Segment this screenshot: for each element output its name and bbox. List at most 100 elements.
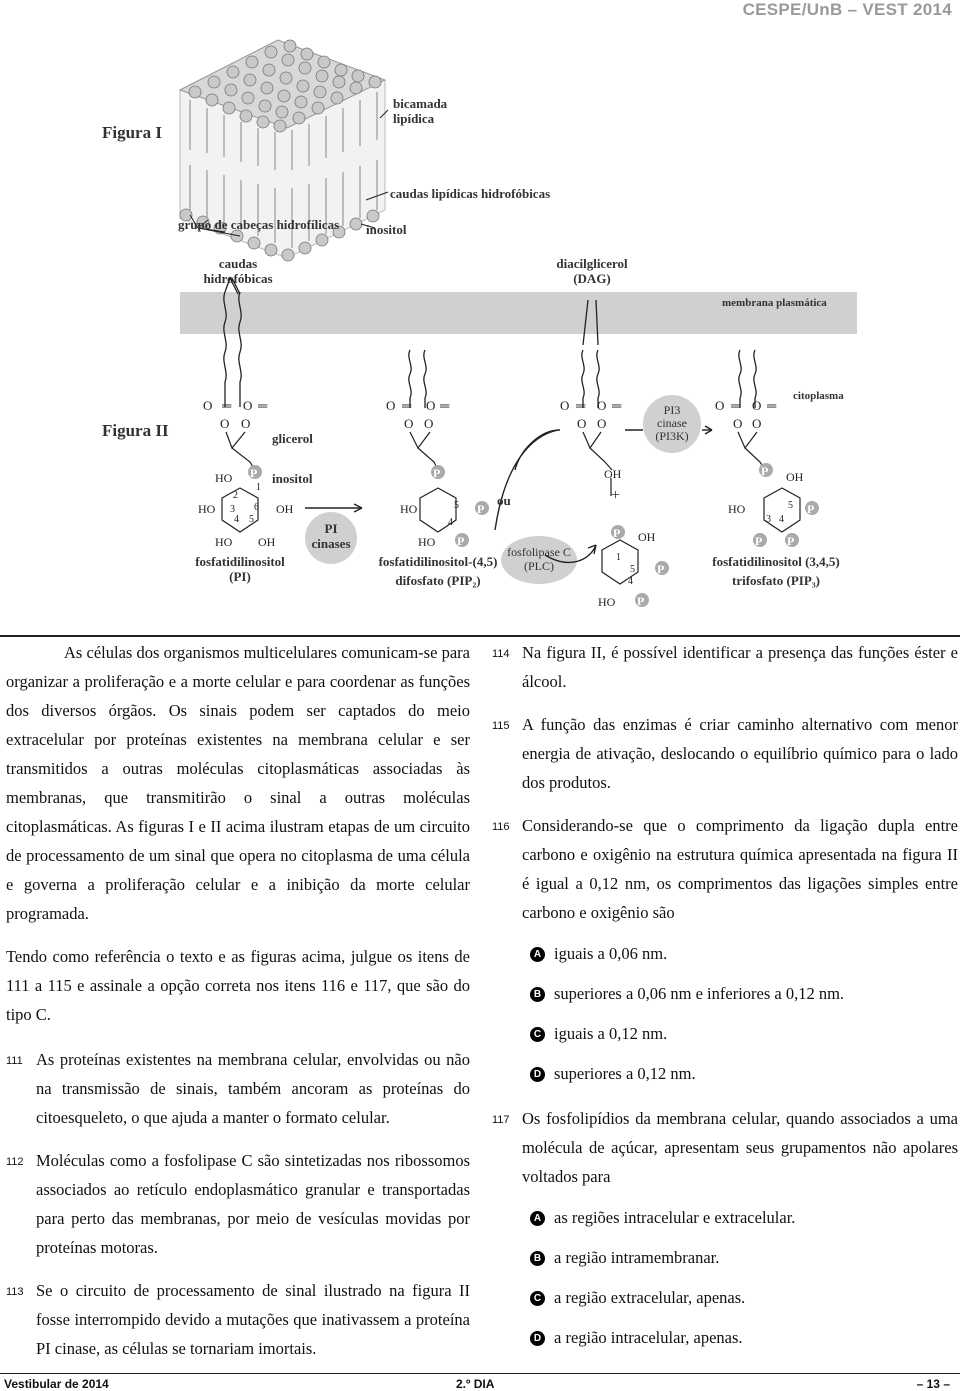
svg-text:O: O <box>715 398 724 413</box>
item-text: A função das enzimas é criar caminho alt… <box>522 715 958 792</box>
item-number: 114 <box>492 648 510 660</box>
svg-text:O: O <box>203 398 212 413</box>
left-column: As células dos organismos multicelulares… <box>6 638 470 1363</box>
svg-text:5: 5 <box>630 564 635 575</box>
svg-text:═: ═ <box>257 398 268 413</box>
svg-text:HO: HO <box>598 595 616 609</box>
option-text: iguais a 0,12 nm. <box>554 1024 668 1043</box>
option-letter: D <box>530 1331 545 1346</box>
svg-text:O: O <box>241 416 250 431</box>
option-letter: A <box>530 947 545 962</box>
item-number: 111 <box>6 1055 23 1067</box>
svg-text:P: P <box>787 534 794 548</box>
svg-text:P: P <box>761 464 768 478</box>
pip3-name: fosfatidilinositol (3,4,5)trifosfato (PI… <box>712 554 839 588</box>
svg-text:HO: HO <box>215 471 233 485</box>
pi3k-circle <box>643 395 701 453</box>
figure2-label: Figura II <box>102 421 169 440</box>
right-column: 114 Na figura II, é possível identificar… <box>492 638 958 1352</box>
dag-label: diacilglicerol(DAG) <box>556 256 628 286</box>
option-text: superiores a 0,12 nm. <box>554 1064 696 1083</box>
svg-text:O: O <box>733 416 742 431</box>
svg-text:O: O <box>424 416 433 431</box>
option-text: superiores a 0,06 nm e inferiores a 0,12… <box>554 984 845 1003</box>
svg-text:6: 6 <box>254 502 259 513</box>
svg-text:═: ═ <box>439 398 450 413</box>
membrane-label: membrana plasmática <box>722 297 827 309</box>
svg-text:P: P <box>433 466 440 480</box>
intro-text: As células dos organismos multicelulares… <box>6 643 470 923</box>
svg-text:P: P <box>807 502 814 516</box>
item-117: 117 Os fosfolipídios da membrana celular… <box>492 1104 958 1191</box>
footer-center: 2.º DIA <box>456 1377 495 1391</box>
item-114: 114 Na figura II, é possível identificar… <box>492 638 958 696</box>
page-header: CESPE/UnB – VEST 2014 <box>742 0 952 19</box>
svg-text:O: O <box>577 416 586 431</box>
plc-label: fosfolipase C(PLC) <box>507 545 571 573</box>
svg-text:O: O <box>404 416 413 431</box>
option-text: iguais a 0,06 nm. <box>554 944 668 963</box>
svg-text:5: 5 <box>788 500 793 511</box>
svg-text:═: ═ <box>221 398 232 413</box>
svg-text:O: O <box>386 398 395 413</box>
item-number: 115 <box>492 720 510 732</box>
option-letter: B <box>530 987 545 1002</box>
svg-text:4: 4 <box>779 514 784 525</box>
glycerol-label: glicerol <box>272 431 313 446</box>
ou-label: ou <box>497 493 511 508</box>
svg-text:HO: HO <box>728 502 746 516</box>
item-text: Na figura II, é possível identificar a p… <box>522 643 958 691</box>
item-number: 112 <box>6 1156 24 1168</box>
item-number: 117 <box>492 1114 510 1126</box>
svg-text:═: ═ <box>766 398 777 413</box>
plasma-membrane <box>180 292 857 334</box>
pip2-name: fosfatidilinositol-(4,5)difosfato (PIP₂) <box>379 554 498 588</box>
lipid-bilayer <box>178 39 389 262</box>
item-text: Se o circuito de processamento de sinal … <box>36 1281 470 1358</box>
svg-text:4: 4 <box>628 576 633 587</box>
pi-name: fosfatidilinositol(PI) <box>195 554 285 584</box>
option-letter: A <box>530 1211 545 1226</box>
figure1-label: Figura I <box>102 123 162 142</box>
svg-text:P: P <box>457 534 464 548</box>
item-text: Os fosfolipídios da membrana celular, qu… <box>522 1109 958 1186</box>
svg-text:HO: HO <box>418 535 436 549</box>
plus-label: + <box>611 487 620 504</box>
svg-text:OH: OH <box>604 467 622 481</box>
svg-text:P: P <box>613 526 620 540</box>
option-letter: C <box>530 1027 545 1042</box>
svg-text:P: P <box>477 502 484 516</box>
pathway-arrows <box>305 425 713 564</box>
svg-text:HO: HO <box>215 535 233 549</box>
footer-right: – 13 – <box>916 1377 950 1391</box>
item-text: Moléculas como a fosfolipase C são sinte… <box>36 1151 470 1257</box>
content-divider <box>0 635 960 637</box>
svg-text:═: ═ <box>730 398 741 413</box>
tails-label-fig1: caudas lipídicas hidrofóbicas <box>390 186 550 201</box>
svg-text:O: O <box>752 416 761 431</box>
option-text: a região intracelular, apenas. <box>554 1328 743 1347</box>
cytoplasm-label: citoplasma <box>793 390 844 402</box>
option-text: as regiões intracelular e extracelular. <box>554 1208 796 1227</box>
inositol-rings <box>221 478 801 585</box>
item-115: 115 A função das enzimas é criar caminho… <box>492 710 958 797</box>
item-text: As proteínas existentes na membrana celu… <box>36 1050 470 1127</box>
svg-text:O: O <box>426 398 435 413</box>
svg-text:HO: HO <box>400 502 418 516</box>
pi-kinases-circle <box>305 512 357 564</box>
svg-text:═: ═ <box>575 398 586 413</box>
